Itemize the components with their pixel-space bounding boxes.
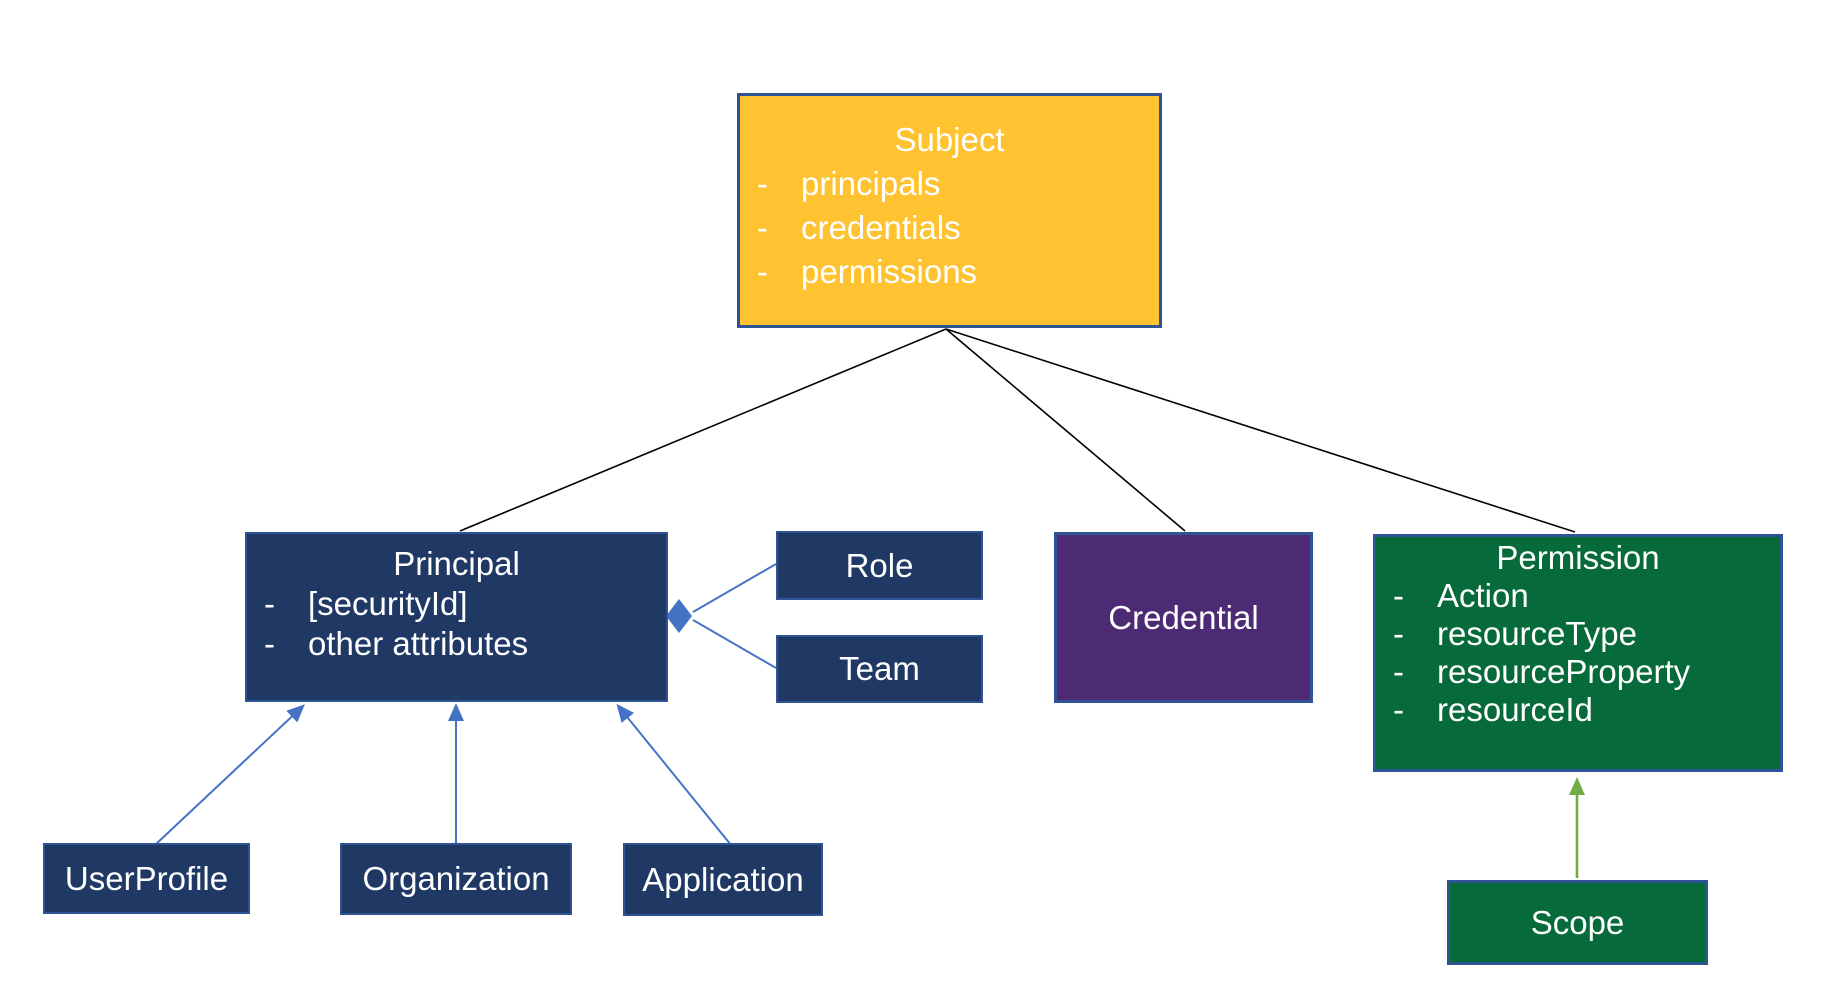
edge-role-principal: [692, 563, 777, 613]
bullet-dash: -: [757, 253, 768, 290]
edge-subject-principal: [459, 328, 947, 532]
organization-box: Organization: [340, 843, 572, 915]
scope-box: Scope: [1447, 880, 1708, 965]
principal-item-securityid: - [securityId]: [247, 584, 666, 624]
principal-title: Principal: [393, 545, 520, 582]
principal-item-other-attributes: - other attributes: [247, 624, 666, 664]
bullet-dash: -: [1393, 577, 1404, 614]
bullet-dash: -: [757, 209, 768, 246]
permission-item-label: Action: [1437, 577, 1529, 614]
subject-item-label: permissions: [801, 253, 978, 290]
permission-title: Permission: [1496, 539, 1660, 576]
subject-item-credentials: - credentials: [740, 206, 1159, 250]
scope-label: Scope: [1530, 903, 1625, 941]
team-box: Team: [776, 635, 983, 703]
subject-box: Subject - principals - credentials - per…: [737, 93, 1162, 328]
application-box: Application: [623, 843, 823, 916]
edge-application-principal: [616, 703, 732, 846]
userprofile-label: UserProfile: [64, 859, 229, 897]
permission-item-label: resourceProperty: [1437, 653, 1691, 690]
bullet-dash: -: [1393, 653, 1404, 690]
bullet-dash: -: [264, 625, 275, 662]
edge-team-principal: [692, 619, 777, 669]
organization-label: Organization: [362, 860, 550, 897]
permission-item-resourceid: - resourceId: [1376, 691, 1780, 729]
permission-item-label: resourceType: [1437, 615, 1637, 652]
permission-item-action: - Action: [1376, 577, 1780, 615]
permission-item-label: resourceId: [1437, 691, 1593, 728]
aggregation-diamond-icon: [666, 599, 692, 633]
principal-box: Principal - [securityId] - other attribu…: [245, 532, 668, 702]
subject-item-principals: - principals: [740, 162, 1159, 206]
principal-item-label: other attributes: [308, 625, 529, 662]
credential-box: Credential: [1054, 532, 1313, 703]
edge-subject-credential: [945, 328, 1186, 532]
subject-item-label: principals: [801, 165, 941, 202]
subject-item-permissions: - permissions: [740, 250, 1159, 294]
subject-title: Subject: [894, 121, 1005, 158]
credential-label: Credential: [1108, 598, 1259, 636]
application-label: Application: [642, 860, 804, 898]
edge-subject-permission: [945, 328, 1576, 533]
userprofile-box: UserProfile: [43, 843, 250, 914]
permission-item-resourcetype: - resourceType: [1376, 615, 1780, 653]
bullet-dash: -: [264, 585, 275, 622]
edge-userprofile-principal: [154, 704, 305, 846]
bullet-dash: -: [1393, 615, 1404, 652]
bullet-dash: -: [1393, 691, 1404, 728]
subject-item-label: credentials: [801, 209, 961, 246]
role-box: Role: [776, 531, 983, 600]
bullet-dash: -: [757, 165, 768, 202]
principal-item-label: [securityId]: [308, 585, 468, 622]
role-label: Role: [845, 546, 914, 584]
team-label: Team: [839, 650, 920, 687]
permission-box: Permission - Action - resourceType - res…: [1373, 534, 1783, 772]
permission-item-resourceproperty: - resourceProperty: [1376, 653, 1780, 691]
